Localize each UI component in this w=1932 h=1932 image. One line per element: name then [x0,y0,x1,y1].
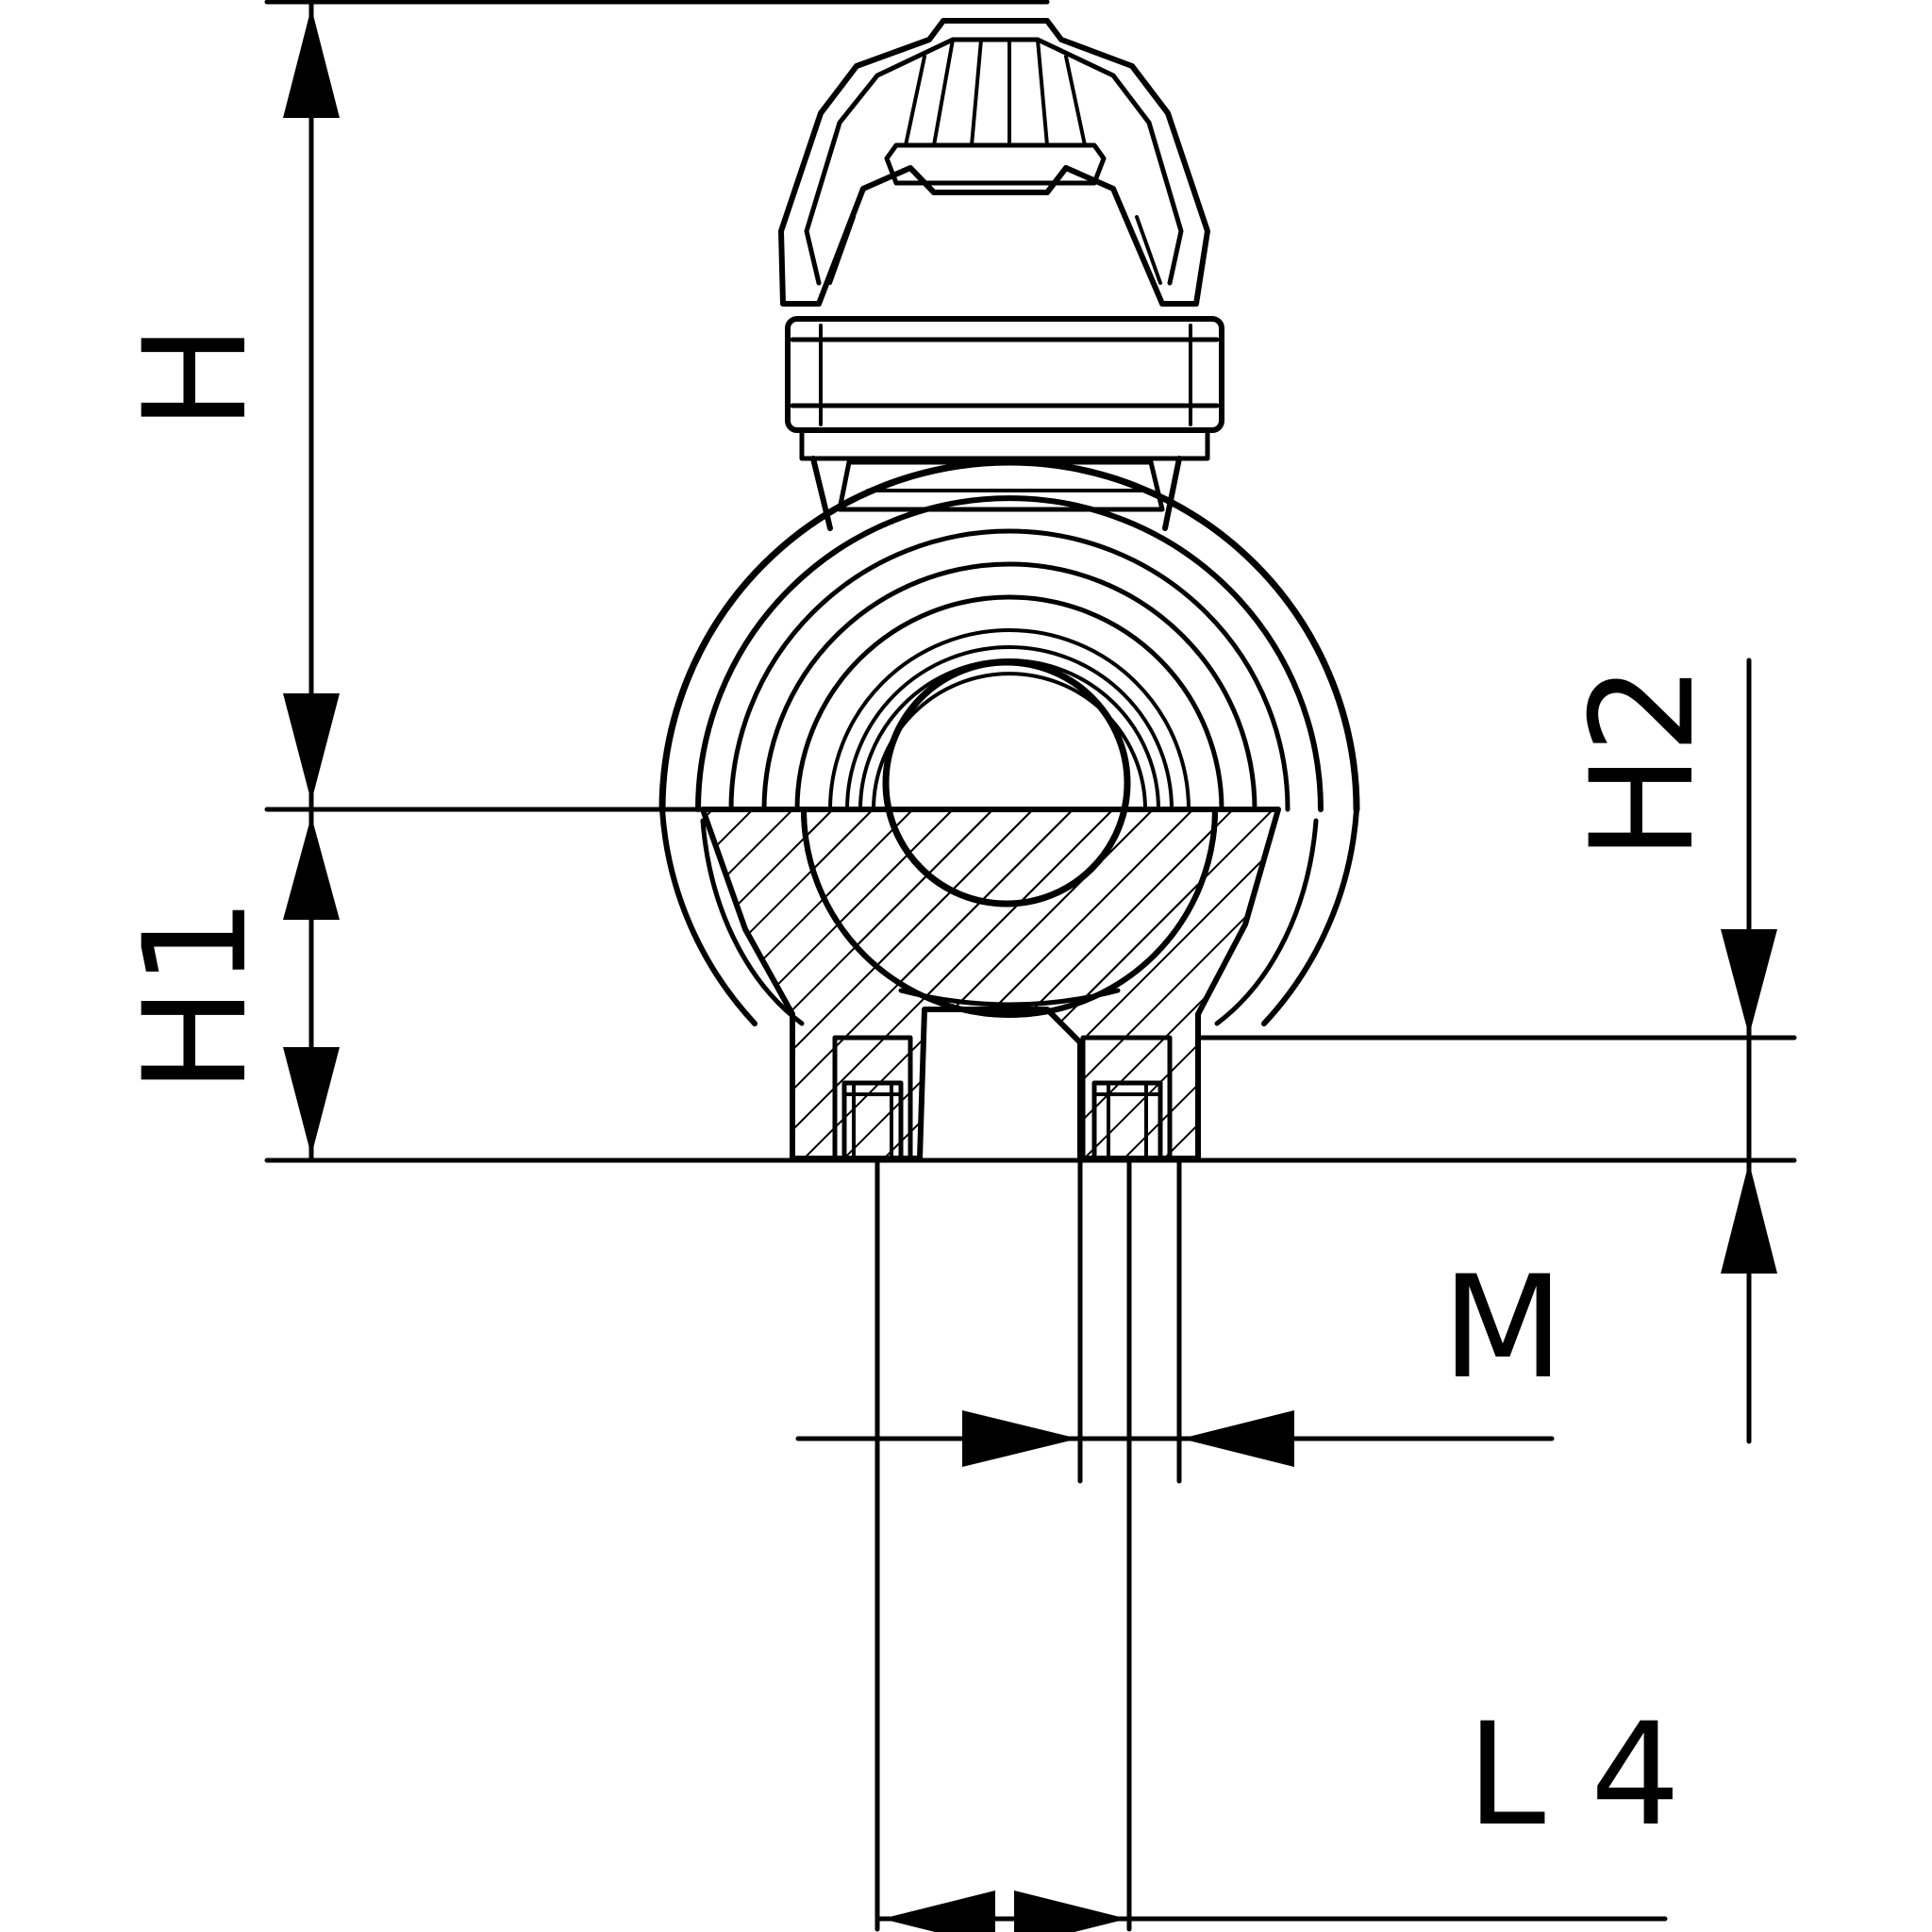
valve-handle [778,18,1210,307]
dimension-lines [264,0,1797,1932]
dimension-label-l4: L 4 [1467,1693,1681,1857]
dimension-label-h2: H2 [1561,664,1725,860]
valve-body-rings [658,458,1360,813]
valve-body [658,18,1360,1161]
dimension-label-m: M [1441,1246,1563,1410]
dimension-label-h1: H1 [114,897,278,1093]
valve-section-hatched [659,658,1359,1161]
dimension-label-h: H [114,325,278,431]
valve-collar [785,316,1224,461]
